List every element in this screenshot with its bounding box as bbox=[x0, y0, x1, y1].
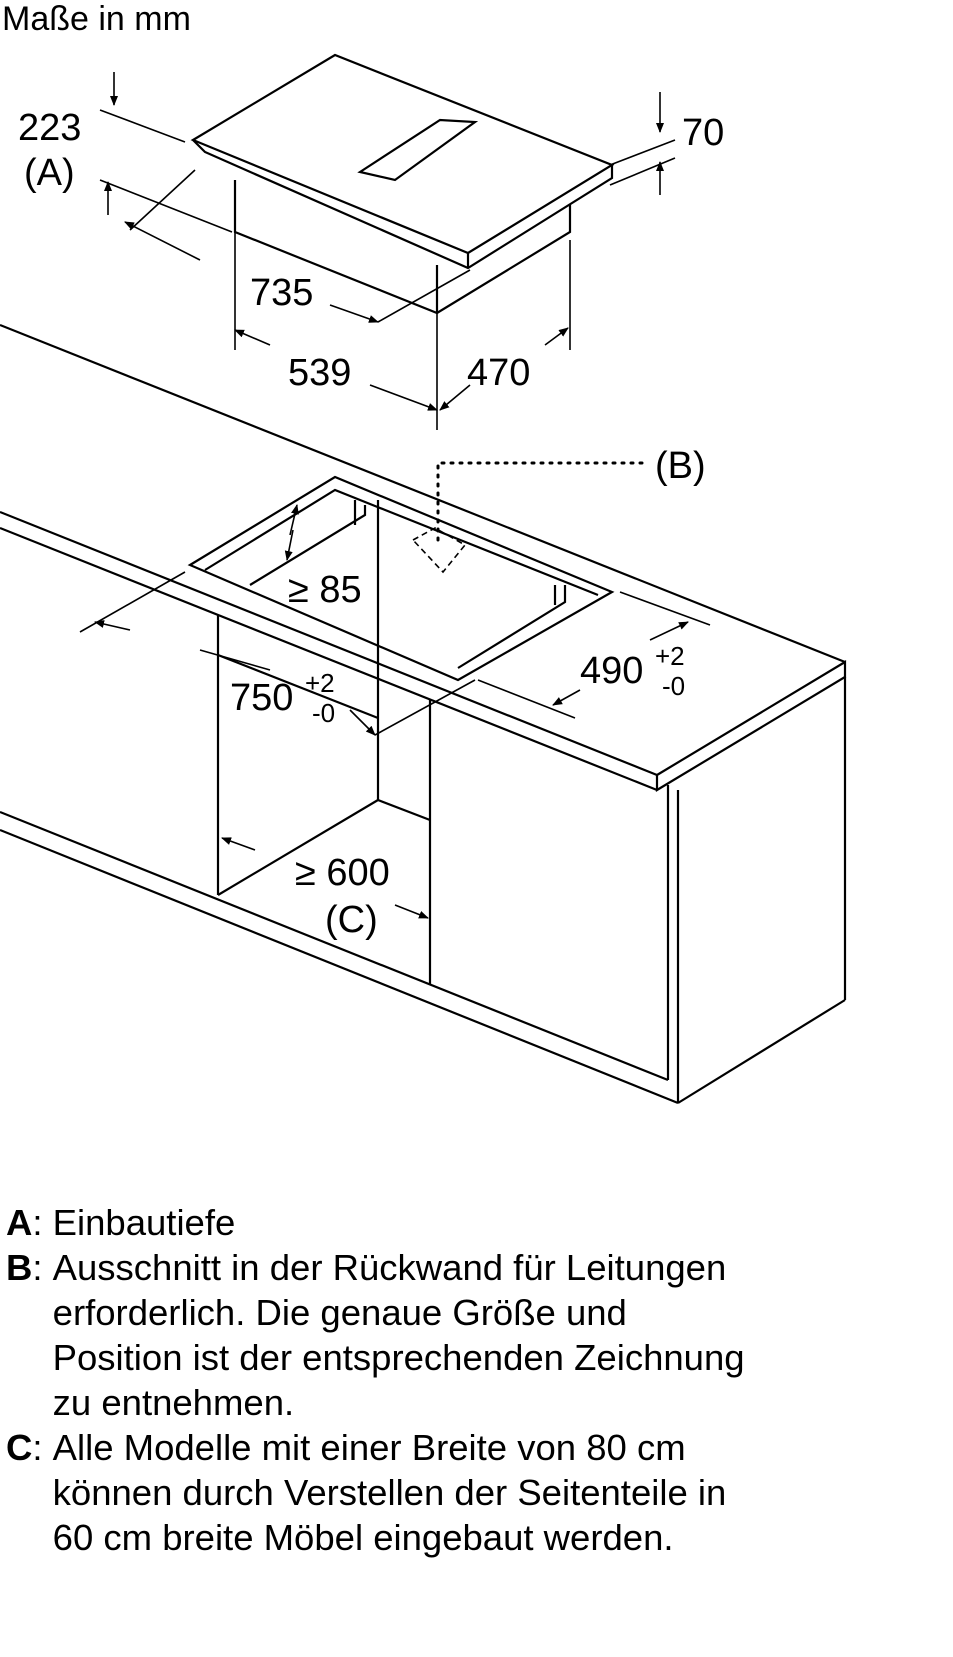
units-title: Maße in mm bbox=[2, 0, 191, 38]
cutout-width-tol-minus: -0 bbox=[312, 698, 335, 728]
legend-text: Alle Modelle mit einer Breite von 80 cm … bbox=[52, 1427, 727, 1558]
legend-item-c: C: Alle Modelle mit einer Breite von 80 … bbox=[6, 1427, 727, 1558]
height-value: 70 bbox=[682, 112, 724, 154]
hob-dimensions bbox=[99, 72, 676, 430]
cutout-depth-value: 490 bbox=[580, 650, 643, 692]
legend-item-b: B: Ausschnitt in der Rückwand für Leitun… bbox=[6, 1247, 745, 1423]
cabinet-min-width: ≥ 600 bbox=[295, 852, 390, 894]
installation-diagram: 223 (A) 70 735 539 470 bbox=[0, 53, 847, 1105]
width-value: 735 bbox=[250, 272, 313, 314]
legend-text: Ausschnitt in der Rückwand für Leitungen… bbox=[52, 1247, 745, 1423]
body-depth-value: 470 bbox=[467, 352, 530, 394]
depth-a-label: (A) bbox=[24, 152, 75, 194]
legend-text: Einbautiefe bbox=[52, 1202, 236, 1243]
countertop-cabinet-drawing bbox=[0, 323, 847, 1105]
cutout-width-tol-plus: +2 bbox=[305, 668, 335, 698]
legend: A: Einbautiefe B: Ausschnitt in der Rück… bbox=[6, 1200, 951, 1560]
body-width-value: 539 bbox=[288, 352, 351, 394]
cabinet-c-label: (C) bbox=[325, 899, 378, 941]
cutout-depth-tol-minus: -0 bbox=[662, 671, 685, 701]
legend-key: C bbox=[6, 1427, 33, 1468]
min-depth-85: ≥ 85 bbox=[288, 569, 362, 611]
legend-key: A bbox=[6, 1202, 33, 1243]
cutout-b-label: (B) bbox=[655, 445, 706, 487]
legend-key: B bbox=[6, 1247, 33, 1288]
cutout-depth-tol-plus: +2 bbox=[655, 641, 685, 671]
legend-item-a: A: Einbautiefe bbox=[6, 1202, 236, 1243]
cutout-dimensions bbox=[79, 504, 711, 919]
cutout-width-value: 750 bbox=[230, 677, 293, 719]
depth-a-value: 223 bbox=[18, 107, 81, 149]
